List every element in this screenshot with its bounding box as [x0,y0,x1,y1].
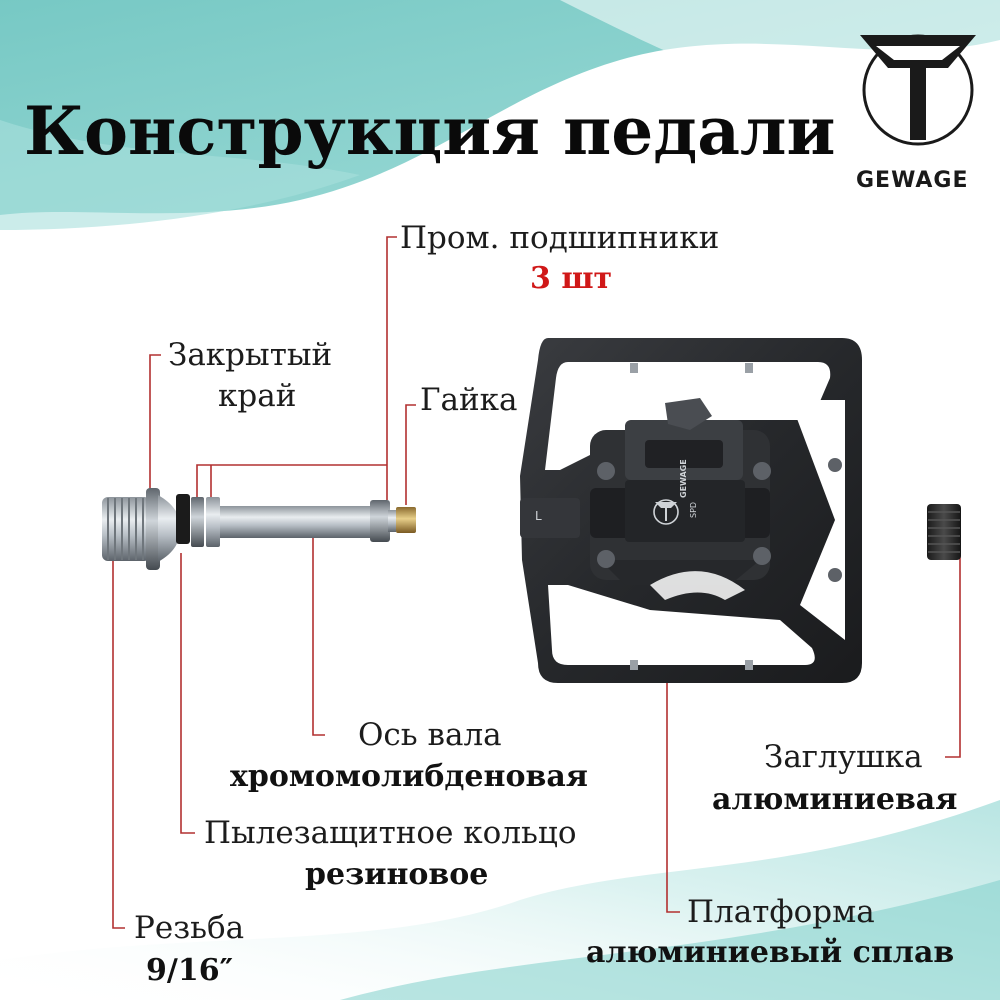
pedal-badge-sub: SPD [689,501,698,518]
label-cap: Заглушка [764,739,923,775]
label-thread: Резьба [134,910,245,946]
label-axle: Ось вала [358,717,502,753]
pedal-platform [520,338,862,683]
label-bearings: Пром. подшипники [400,220,720,256]
pedal-spindle [102,488,416,570]
end-cap [927,504,961,560]
label-bearings-count: 3 шт [530,261,613,296]
pedal-badge: GEWAGE [679,459,688,498]
leader-lines [112,236,961,929]
label-closed-edge: Закрытый [168,337,333,373]
pedal-logo-icon [653,499,679,525]
label-closed-edge-2: край [218,378,297,414]
page-title: Конструкция педали [24,92,836,170]
label-platform: Платформа [687,894,875,930]
label-axle-material: хромомолибденовая [230,759,588,794]
brand-name: GEWAGE [856,168,969,193]
pedal-badge-text: GEWAGE [679,459,688,498]
label-cap-material: алюминиевая [712,782,958,817]
label-thread-size: 9/16″ [146,953,233,988]
label-nut: Гайка [420,382,518,418]
label-dust-ring-material: резиновое [305,857,489,892]
side-mark: L [535,509,542,523]
label-platform-material: алюминиевый сплав [586,935,955,970]
label-dust-ring: Пылезащитное кольцо [204,815,577,851]
gewage-logo-icon [860,34,976,146]
